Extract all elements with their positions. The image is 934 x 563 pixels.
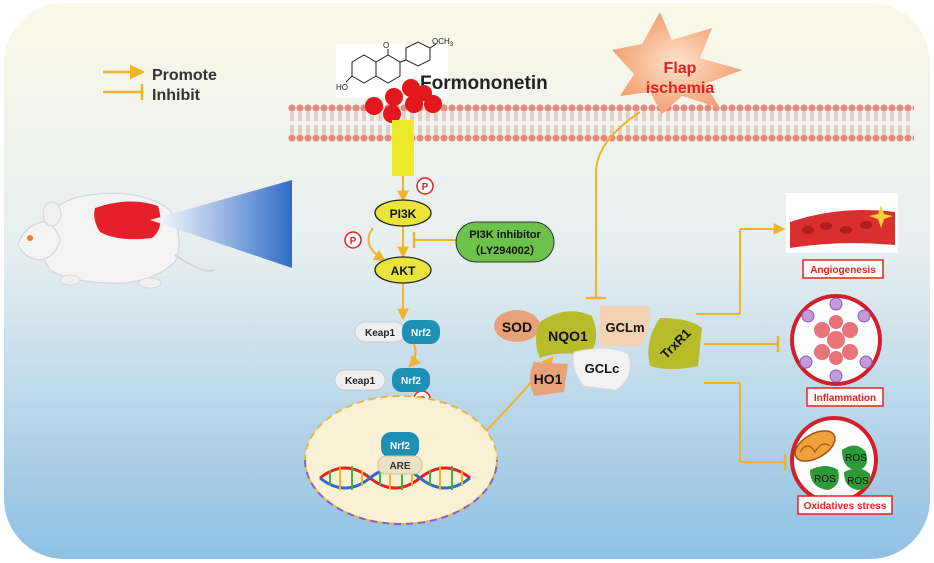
are-label: ARE [389, 461, 410, 472]
nqo1-label: NQO1 [548, 328, 588, 344]
legend: Promote Inhibit [103, 64, 217, 104]
trxr1-node [648, 318, 702, 369]
keap1-label-2: Keap1 [345, 376, 375, 387]
sparkle-icon [869, 205, 893, 228]
pi3k-inhibitor-node [455, 221, 555, 263]
nrf2-label-nuclear: Nrf2 [390, 441, 410, 452]
flap-ischemia-burst [612, 12, 742, 114]
nrf2-node-nuclear [381, 432, 419, 458]
oxidative-label: Oxidatives stress [804, 501, 887, 512]
inhibitor-label-line2: （LY294002） [469, 244, 541, 257]
gclm-node [600, 306, 651, 346]
phospho-marker-1: P [416, 177, 434, 195]
rat-eye [27, 235, 33, 241]
flap-region [94, 201, 161, 240]
ros-label-2: ROS [814, 474, 836, 485]
nqo1-node [536, 311, 597, 358]
nucleus-lower-edge [304, 459, 498, 525]
ischemia-label-line2: ischemia [646, 80, 715, 97]
receptor [392, 120, 414, 176]
light-beam [150, 180, 292, 268]
gclc-label: GCLc [585, 361, 620, 376]
gclm-label: GCLm [606, 320, 645, 335]
inflammation-box [806, 387, 884, 407]
mitochondrion [794, 430, 836, 462]
inhibitor-label-line1: PI3K inhibitor [469, 229, 541, 241]
nrf2-node-1 [402, 320, 440, 344]
akt-label: AKT [391, 264, 416, 278]
sod-node [494, 310, 540, 342]
legend-inhibit-label: Inhibit [152, 87, 201, 104]
legend-promote-label: Promote [152, 67, 217, 84]
keap1-node-2 [334, 369, 386, 391]
inhibition-bars [412, 232, 787, 470]
nrf2-label-2: Nrf2 [401, 376, 421, 387]
inflammation-label: Inflammation [814, 393, 876, 404]
angiogenesis-label: Angiogenesis [810, 265, 876, 276]
angiogenesis-box [802, 259, 884, 279]
rat-illustration [17, 192, 216, 289]
oxidative-box [797, 495, 893, 515]
oxidative-stress-panel: ROS ROS ROS Oxidatives stress [790, 416, 893, 515]
ho1-node [530, 362, 568, 396]
ros-label-3: ROS [847, 476, 869, 487]
ros-blob-2 [810, 466, 839, 490]
ischemia-label-line1: Flap [664, 60, 697, 77]
angiogenesis-panel: Angiogenesis [786, 193, 898, 279]
structure-ho: HO [336, 83, 348, 92]
antioxidant-enzymes: SOD NQO1 GCLm HO1 GCLc TrxR1 [494, 306, 702, 396]
formononetin-molecules [365, 79, 442, 123]
ros-blob-3 [844, 468, 871, 490]
sod-label: SOD [502, 319, 532, 335]
gclc-node [572, 348, 631, 391]
are-element [377, 455, 423, 475]
formononetin-label: Formononetin [420, 73, 548, 94]
structure-oxo: O [383, 41, 389, 50]
structure-och3: OCH3 [432, 37, 454, 48]
nrf2-node-2 [392, 368, 430, 392]
pi3k-label: PI3K [390, 207, 417, 221]
akt-node [374, 256, 432, 284]
ho1-label: HO1 [534, 371, 563, 387]
phospho-marker-2: P [344, 231, 362, 249]
keap1-label-1: Keap1 [365, 328, 395, 339]
ros-label-1: ROS [845, 453, 867, 464]
pi3k-node [374, 199, 432, 227]
svg-text:P: P [422, 182, 429, 193]
ros-blob-1 [842, 445, 867, 470]
nrf2-label-1: Nrf2 [411, 328, 431, 339]
svg-text:P: P [350, 236, 357, 247]
inflammation-panel: Inflammation [790, 294, 884, 407]
